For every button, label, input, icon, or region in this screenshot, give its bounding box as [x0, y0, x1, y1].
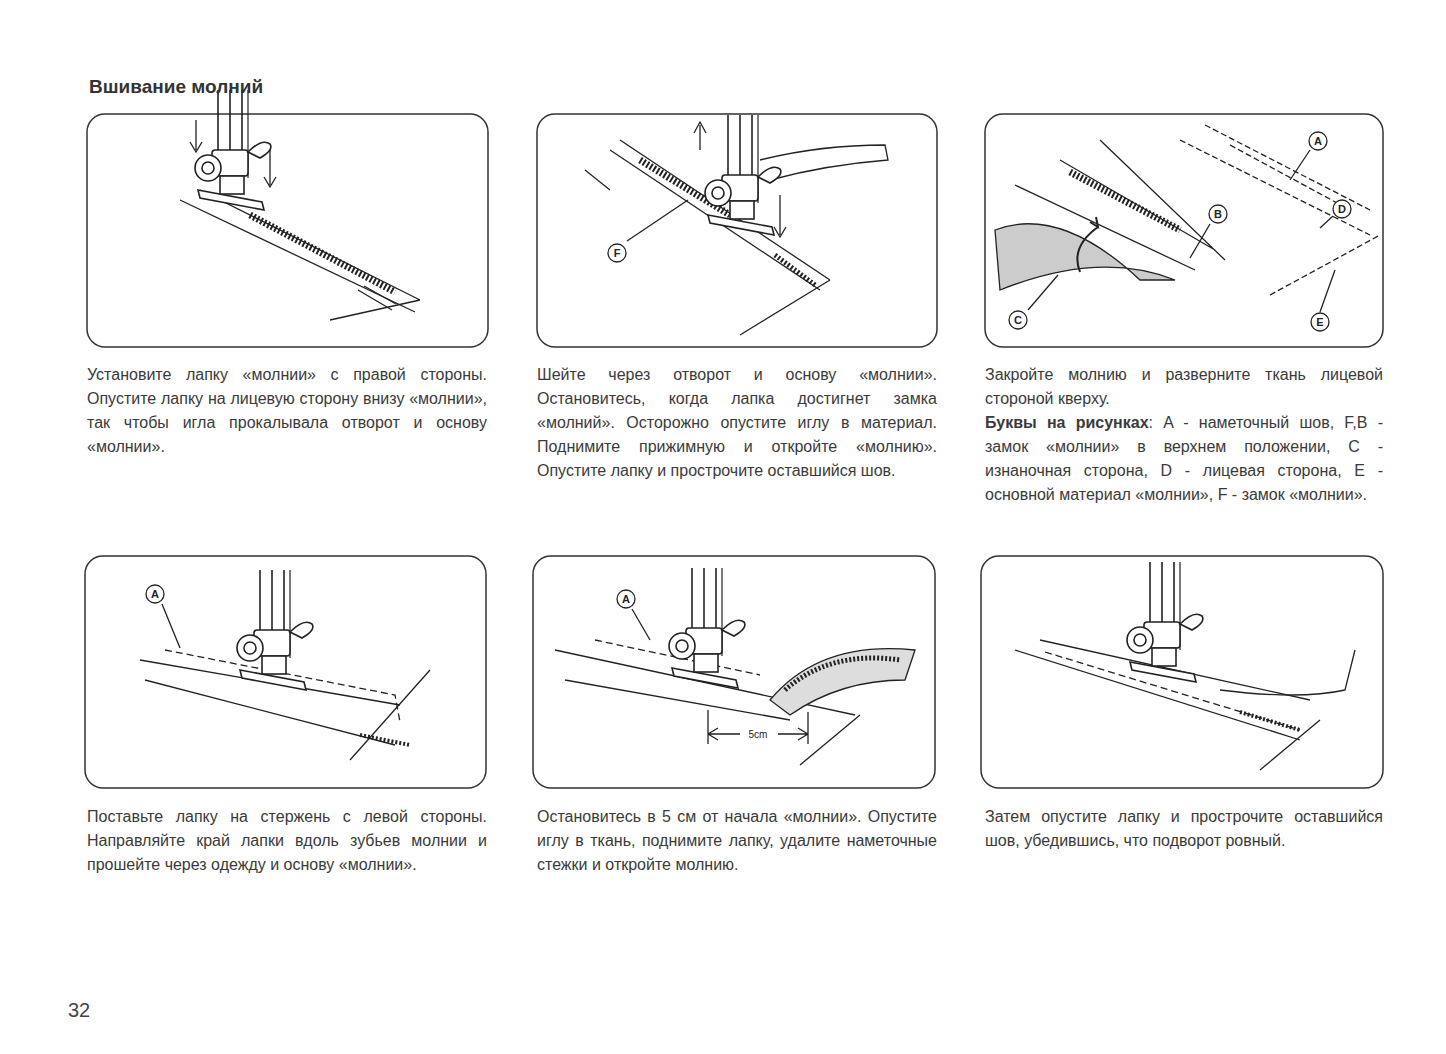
panel-2-drawing [585, 115, 888, 335]
panel-1-drawing [180, 90, 420, 320]
caption-block: Закройте молнию и разверните ткань лицев… [985, 363, 1383, 507]
caption-text: Остановитесь в 5 см от начала «молнии». … [537, 805, 937, 877]
callout-letter: E [1313, 315, 1327, 329]
caption-text: Затем опустите лапку и прострочите остав… [985, 805, 1383, 853]
caption-paragraph: Буквы на рисунках: A - наметочный шов, F… [985, 411, 1383, 507]
caption-heading: Буквы на рисунках [985, 414, 1149, 431]
page-number: 32 [68, 999, 90, 1022]
caption-text: Установите лапку «молнии» с правой сторо… [87, 363, 487, 459]
callout-letter: A [148, 587, 162, 601]
dimension-label: 5cm [747, 729, 770, 740]
panel-5-drawing [555, 568, 915, 765]
caption-text: Поставьте лапку на стержень с левой стор… [87, 805, 487, 877]
panel-3-drawing [995, 125, 1380, 331]
panel-6-drawing [1015, 562, 1355, 770]
panel-frames [85, 114, 1383, 788]
panel-4-drawing [140, 570, 430, 760]
caption-text: Закройте молнию и разверните ткань лицев… [985, 363, 1383, 411]
callout-letter: F [610, 246, 624, 260]
callout-letter: A [619, 592, 633, 606]
callout-letter: C [1011, 313, 1025, 327]
caption-text: Шейте через отворот и основу «молнии». О… [537, 363, 937, 483]
callout-letter: A [1311, 134, 1325, 148]
callout-letter: D [1335, 202, 1349, 216]
page-title: Вшивание молний [89, 76, 263, 98]
callout-letter: B [1211, 207, 1225, 221]
